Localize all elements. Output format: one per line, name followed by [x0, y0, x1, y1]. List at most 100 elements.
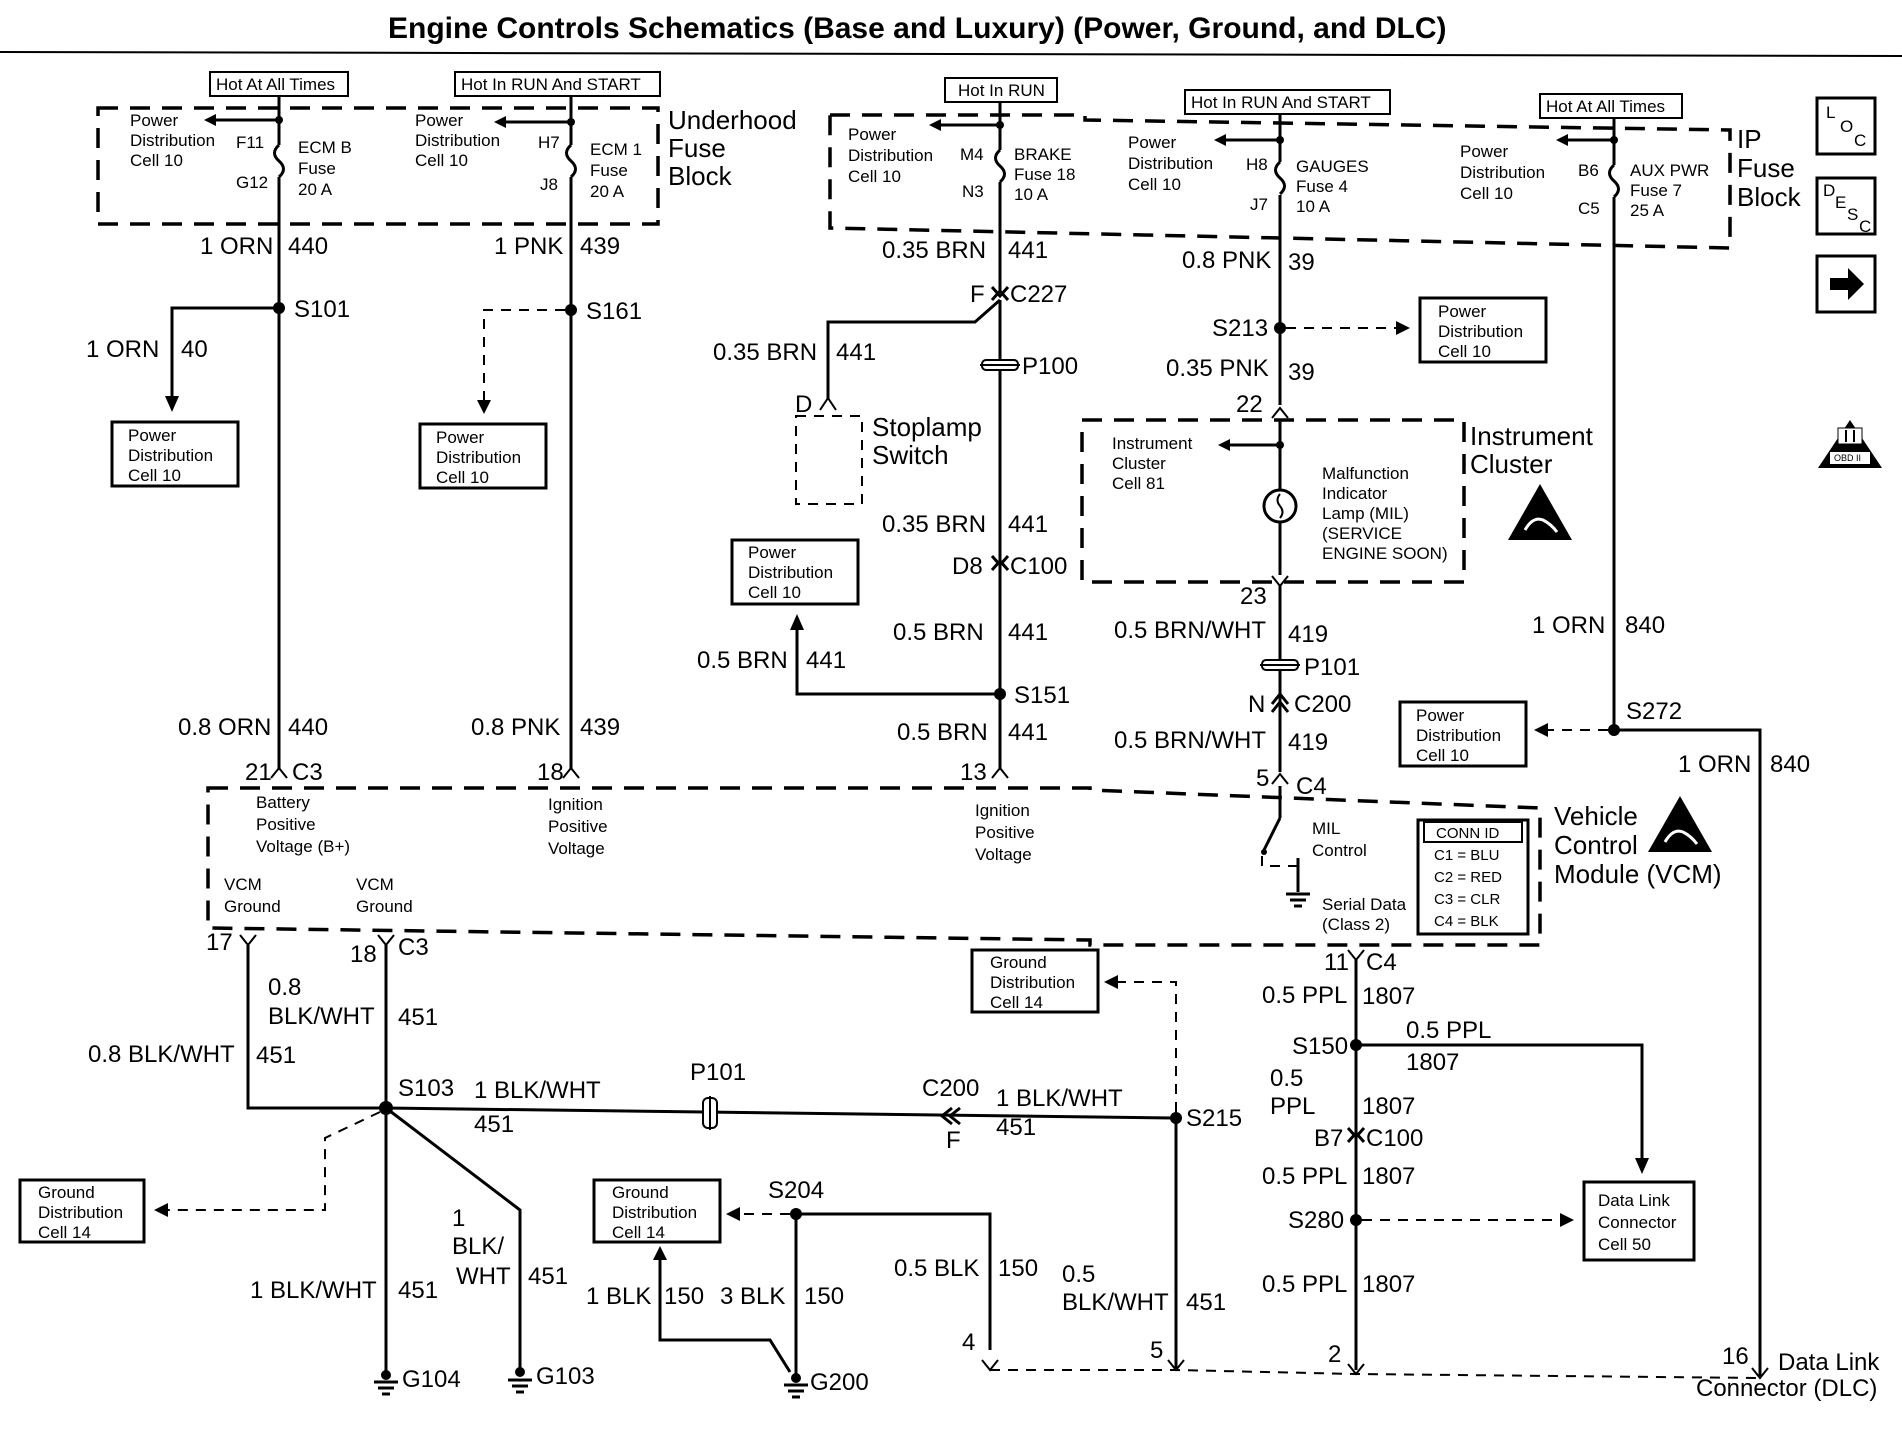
svg-text:ENGINE SOON): ENGINE SOON) [1322, 544, 1448, 563]
svg-text:Block: Block [668, 161, 733, 191]
svg-text:Serial Data: Serial Data [1322, 895, 1407, 914]
svg-text:O: O [1840, 117, 1853, 136]
wire-label-451-e: 1 BLK/ WHT 451 [452, 1205, 568, 1290]
svg-text:0.5 PPL: 0.5 PPL [1262, 1271, 1347, 1298]
mil-control-switch [1262, 817, 1282, 851]
svg-text:Positive: Positive [975, 823, 1035, 842]
svg-text:Fuse 7: Fuse 7 [1630, 181, 1682, 200]
svg-text:Fuse: Fuse [590, 161, 628, 180]
wire-blk-wht-451-left [246, 945, 386, 1110]
conn-id-table: CONN ID C1 = BLU C2 = RED C3 = CLR C4 = … [1416, 818, 1530, 936]
svg-text:Power: Power [436, 428, 485, 447]
svg-text:840: 840 [1625, 612, 1665, 639]
svg-text:Distribution: Distribution [1438, 322, 1523, 341]
svg-text:0.5 PPL: 0.5 PPL [1262, 1163, 1347, 1190]
esd-sensitive-icon [1508, 484, 1572, 540]
svg-text:16: 16 [1722, 1343, 1749, 1370]
loc-icon[interactable]: L O C [1815, 96, 1877, 156]
svg-text:0.5 BRN: 0.5 BRN [897, 719, 988, 746]
svg-text:Power: Power [1128, 133, 1177, 152]
svg-text:440: 440 [288, 714, 328, 741]
connector-p100: P100 [980, 353, 1078, 380]
ip-fuse-block [828, 113, 1732, 250]
svg-text:Instrument: Instrument [1470, 421, 1594, 451]
svg-text:C4 = BLK: C4 = BLK [1434, 913, 1499, 930]
svg-text:C227: C227 [1010, 281, 1067, 308]
svg-text:Cluster: Cluster [1112, 454, 1166, 473]
svg-text:Cell 10: Cell 10 [1460, 184, 1513, 203]
svg-text:Cluster: Cluster [1470, 449, 1553, 479]
svg-text:Power: Power [748, 543, 797, 562]
svg-text:IP: IP [1737, 124, 1762, 154]
svg-text:451: 451 [1186, 1289, 1226, 1316]
svg-text:Lamp (MIL): Lamp (MIL) [1322, 504, 1409, 523]
svg-text:Positive: Positive [548, 817, 608, 836]
title-rule [0, 51, 1902, 57]
svg-text:39: 39 [1288, 359, 1315, 386]
svg-text:0.5 BRN: 0.5 BRN [697, 647, 788, 674]
svg-text:0.35 PNK: 0.35 PNK [1166, 355, 1269, 382]
svg-text:S101: S101 [294, 296, 350, 323]
arrow-right-icon[interactable] [1815, 254, 1877, 314]
vcm-ign2-label: Ignition Positive Voltage [975, 801, 1035, 864]
fuse-ecm-b-icon [273, 143, 285, 179]
svg-text:Power: Power [1416, 706, 1465, 725]
svg-text:Cell 10: Cell 10 [748, 583, 801, 602]
wire-blk-150-dlc [796, 1212, 992, 1350]
svg-text:B6: B6 [1578, 161, 1599, 180]
svg-text:451: 451 [474, 1111, 514, 1138]
splice-s280 [1350, 1214, 1362, 1226]
svg-text:451: 451 [996, 1114, 1036, 1141]
svg-text:Fuse 18: Fuse 18 [1014, 165, 1075, 184]
svg-text:WHT: WHT [456, 1263, 511, 1290]
svg-text:P100: P100 [1022, 353, 1078, 380]
svg-text:150: 150 [998, 1255, 1038, 1282]
stoplamp-switch [795, 415, 863, 505]
power-dist-box-s151: Power Distribution Cell 10 [730, 538, 860, 606]
connector-p101-ground: P101 [690, 1059, 746, 1130]
svg-text:5: 5 [1150, 1337, 1163, 1364]
vcm-bplus-label: Battery Positive Voltage (B+) [256, 793, 350, 856]
svg-text:0.5 BRN/WHT: 0.5 BRN/WHT [1114, 617, 1266, 644]
svg-text:1 BLK/WHT: 1 BLK/WHT [250, 1277, 377, 1304]
svg-text:10 A: 10 A [1014, 185, 1049, 204]
svg-text:C: C [1859, 217, 1871, 236]
svg-text:Fuse: Fuse [1737, 153, 1795, 183]
svg-text:E: E [1835, 193, 1846, 212]
svg-text:Cell 10: Cell 10 [415, 151, 468, 170]
svg-text:Instrument: Instrument [1112, 434, 1193, 453]
svg-text:Hot In RUN And START: Hot In RUN And START [1191, 93, 1371, 112]
desc-icon[interactable]: D E S C [1815, 176, 1877, 236]
svg-text:J7: J7 [1250, 195, 1268, 214]
svg-text:F: F [946, 1127, 961, 1154]
svg-text:0.5 BRN: 0.5 BRN [893, 619, 984, 646]
svg-text:0.5: 0.5 [1270, 1065, 1303, 1092]
svg-text:Cell 10: Cell 10 [436, 468, 489, 487]
svg-text:Cell 10: Cell 10 [128, 466, 181, 485]
svg-text:840: 840 [1770, 751, 1810, 778]
svg-text:(Class 2): (Class 2) [1322, 915, 1390, 934]
svg-text:0.8 PNK: 0.8 PNK [471, 714, 560, 741]
vcm-module [206, 786, 1542, 947]
svg-text:1 BLK/WHT: 1 BLK/WHT [996, 1085, 1123, 1112]
svg-text:PPL: PPL [1270, 1093, 1315, 1120]
svg-text:0.5 PPL: 0.5 PPL [1262, 982, 1347, 1009]
svg-text:451: 451 [398, 1004, 438, 1031]
fuse-ecm-b-label: ECM B Fuse 20 A [298, 138, 352, 199]
svg-text:Power: Power [128, 426, 177, 445]
svg-text:Voltage (B+): Voltage (B+) [256, 837, 350, 856]
svg-text:VCM: VCM [224, 875, 262, 894]
svg-text:4: 4 [962, 1329, 975, 1356]
svg-text:Fuse: Fuse [298, 159, 336, 178]
serial-data-label: Serial Data (Class 2) [1322, 895, 1407, 934]
svg-text:Positive: Positive [256, 815, 316, 834]
svg-text:Distribution: Distribution [612, 1203, 697, 1222]
svg-text:150: 150 [804, 1283, 844, 1310]
connector-c100-d8: D8 C100 [952, 553, 1067, 580]
wire-ppl-1807-dlc [1356, 1043, 1644, 1162]
svg-text:0.8 PNK: 0.8 PNK [1182, 247, 1271, 274]
svg-text:Ground: Ground [990, 953, 1047, 972]
svg-text:BLK/WHT: BLK/WHT [268, 1003, 375, 1030]
svg-text:C4: C4 [1296, 773, 1327, 800]
